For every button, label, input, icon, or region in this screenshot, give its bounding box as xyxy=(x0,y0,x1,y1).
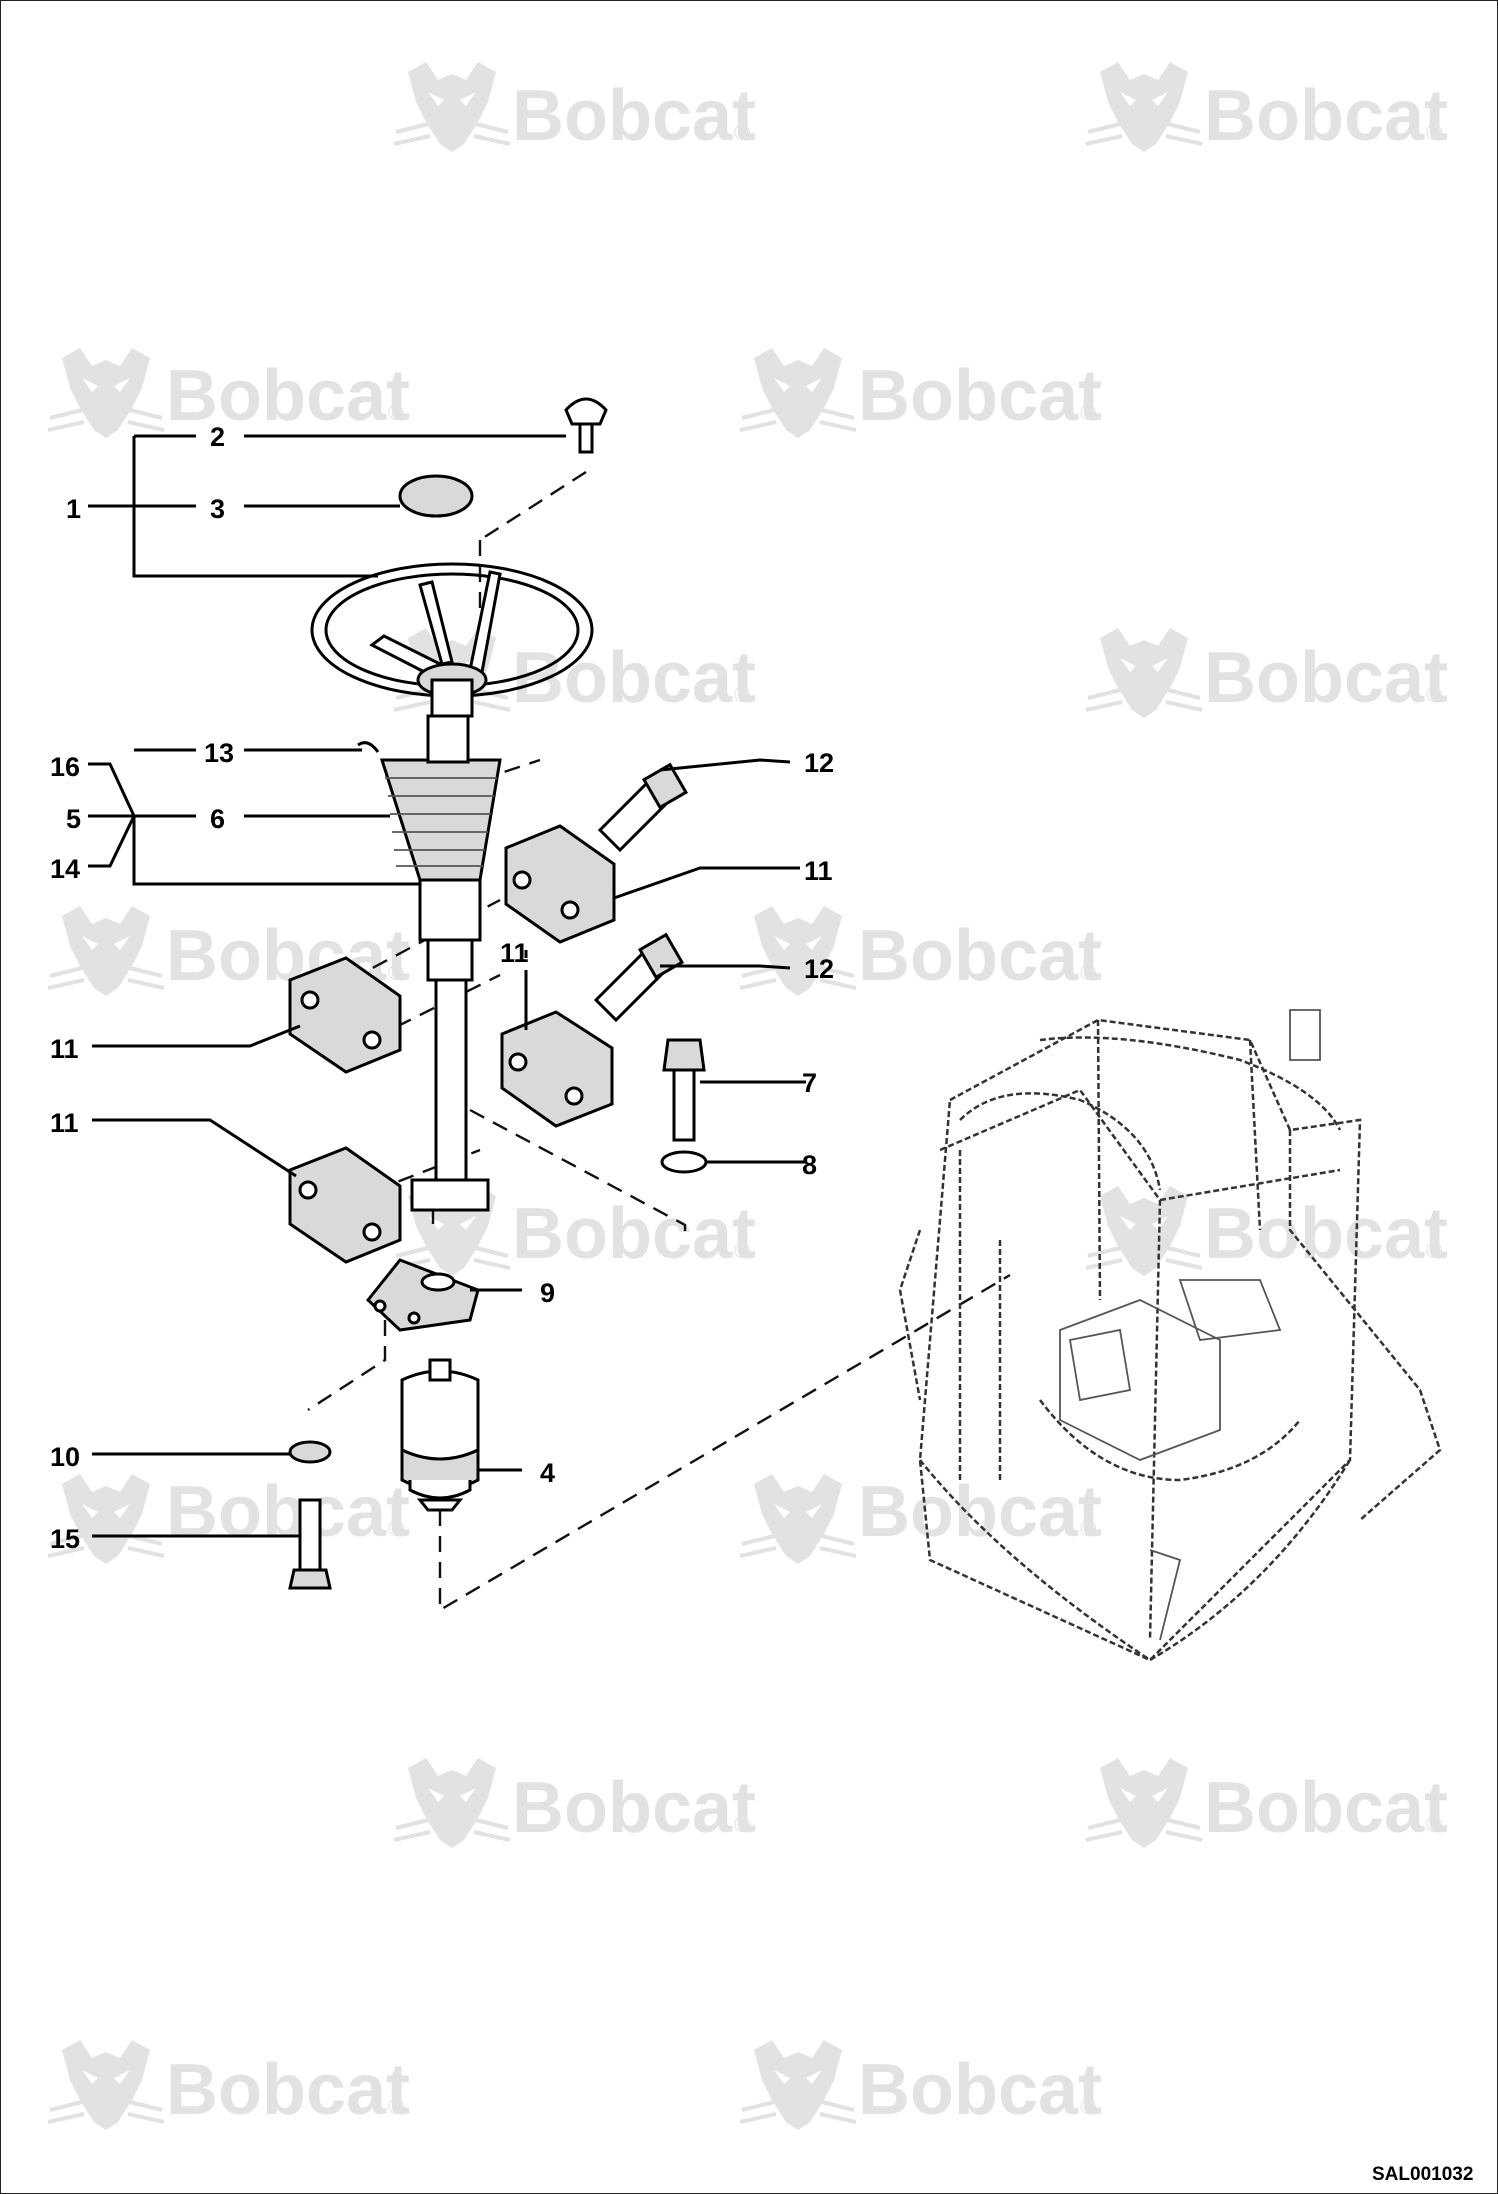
watermark-16: Bobcat ® xyxy=(738,2038,1102,2132)
svg-text:Bobcat: Bobcat xyxy=(858,916,1102,996)
svg-text:Bobcat: Bobcat xyxy=(512,1194,756,1274)
svg-text:Bobcat: Bobcat xyxy=(1204,1194,1448,1274)
svg-text:®: ® xyxy=(388,2094,404,2119)
callout-3: 3 xyxy=(210,494,225,524)
svg-text:Bobcat: Bobcat xyxy=(166,1472,410,1552)
bolt-part-12-lower xyxy=(593,932,685,1023)
watermark-5: Bobcat ® xyxy=(392,626,756,720)
cab-frame xyxy=(898,1009,1442,1662)
leader-lines xyxy=(88,434,806,1538)
bolt-part-15 xyxy=(288,1498,332,1590)
watermark-3: Bobcat ® xyxy=(46,346,410,440)
svg-text:Bobcat: Bobcat xyxy=(512,76,756,156)
svg-text:Bobcat: Bobcat xyxy=(858,1472,1102,1552)
callouts: 2 1 3 16 13 5 6 14 12 11 11 12 11 11 7 8… xyxy=(50,422,834,1554)
drawing-code: SAL001032 xyxy=(1372,2164,1473,2185)
svg-text:®: ® xyxy=(1080,1516,1096,1541)
svg-text:Bobcat: Bobcat xyxy=(166,356,410,436)
callout-11-upper-right: 11 xyxy=(804,856,833,886)
watermark-4: Bobcat ® xyxy=(738,346,1102,440)
callout-6: 6 xyxy=(210,804,225,834)
washer-part-10 xyxy=(288,1440,332,1464)
callout-5: 5 xyxy=(66,804,81,834)
svg-text:®: ® xyxy=(388,960,404,985)
clamp-block-4 xyxy=(288,1146,402,1264)
svg-text:®: ® xyxy=(1426,682,1442,707)
callout-15: 15 xyxy=(50,1524,80,1554)
motor-part-4 xyxy=(400,1358,480,1512)
watermark-11: Bobcat ® xyxy=(46,1472,410,1566)
svg-text:®: ® xyxy=(388,1516,404,1541)
svg-text:®: ® xyxy=(1426,1812,1442,1837)
watermark-8: Bobcat ® xyxy=(738,904,1102,998)
steering-wheel xyxy=(310,562,594,718)
watermark-12: Bobcat ® xyxy=(738,1472,1102,1566)
bolt-part-12-upper xyxy=(597,762,689,853)
svg-text:Bobcat: Bobcat xyxy=(858,2050,1102,2130)
bolt-part-7 xyxy=(662,1038,706,1142)
clamp-block-3 xyxy=(500,1010,614,1128)
bracket-part-9 xyxy=(365,1258,480,1332)
callout-11-left-lower: 11 xyxy=(50,1108,79,1138)
callout-11-left-upper: 11 xyxy=(50,1034,79,1064)
callout-14: 14 xyxy=(50,854,80,884)
callout-13: 13 xyxy=(204,738,234,768)
svg-text:Bobcat: Bobcat xyxy=(1204,1768,1448,1848)
svg-text:Bobcat: Bobcat xyxy=(512,1768,756,1848)
callout-12-upper: 12 xyxy=(804,748,834,778)
callout-9: 9 xyxy=(540,1278,555,1308)
watermark-15: Bobcat ® xyxy=(46,2038,410,2132)
watermark-13: Bobcat ® xyxy=(392,1756,756,1850)
svg-text:®: ® xyxy=(1426,120,1442,145)
callout-10: 10 xyxy=(50,1442,80,1472)
steering-column xyxy=(357,714,502,1212)
callout-16: 16 xyxy=(50,752,80,782)
svg-text:Bobcat: Bobcat xyxy=(166,2050,410,2130)
callout-8: 8 xyxy=(802,1150,817,1180)
callout-7: 7 xyxy=(802,1068,817,1098)
svg-text:®: ® xyxy=(1080,960,1096,985)
watermark-1: Bobcat ® xyxy=(392,60,756,156)
callout-11-middle: 11 xyxy=(500,938,529,968)
svg-text:Bobcat: Bobcat xyxy=(512,638,756,718)
cap-part-3 xyxy=(398,474,474,518)
watermark-2: Bobcat ® xyxy=(1084,60,1448,156)
svg-text:®: ® xyxy=(734,1238,750,1263)
watermark-6: Bobcat ® xyxy=(1084,626,1448,720)
watermark-9: Bobcat ® xyxy=(392,1184,756,1278)
callout-2: 2 xyxy=(210,422,225,452)
svg-text:®: ® xyxy=(734,682,750,707)
screw-part-2 xyxy=(564,397,608,454)
washer-part-8 xyxy=(660,1150,708,1174)
watermark-layer: Bobcat ® Bobcat ® Bobcat ® Bobcat ® Bobc… xyxy=(46,60,1448,2132)
svg-text:®: ® xyxy=(734,120,750,145)
svg-text:Bobcat: Bobcat xyxy=(1204,638,1448,718)
clamp-block-1 xyxy=(504,824,616,944)
watermark-14: Bobcat ® xyxy=(1084,1756,1448,1850)
callout-4: 4 xyxy=(540,1458,555,1488)
callout-1: 1 xyxy=(66,494,81,524)
svg-text:®: ® xyxy=(734,1812,750,1837)
watermark-10: Bobcat ® xyxy=(1084,1184,1448,1278)
callout-12-lower: 12 xyxy=(804,954,834,984)
svg-text:®: ® xyxy=(1080,400,1096,425)
svg-text:Bobcat: Bobcat xyxy=(858,356,1102,436)
svg-text:®: ® xyxy=(1426,1238,1442,1263)
svg-text:®: ® xyxy=(1080,2094,1096,2119)
svg-text:®: ® xyxy=(388,400,404,425)
clamp-block-2 xyxy=(288,956,402,1074)
svg-text:Bobcat: Bobcat xyxy=(1204,76,1448,156)
